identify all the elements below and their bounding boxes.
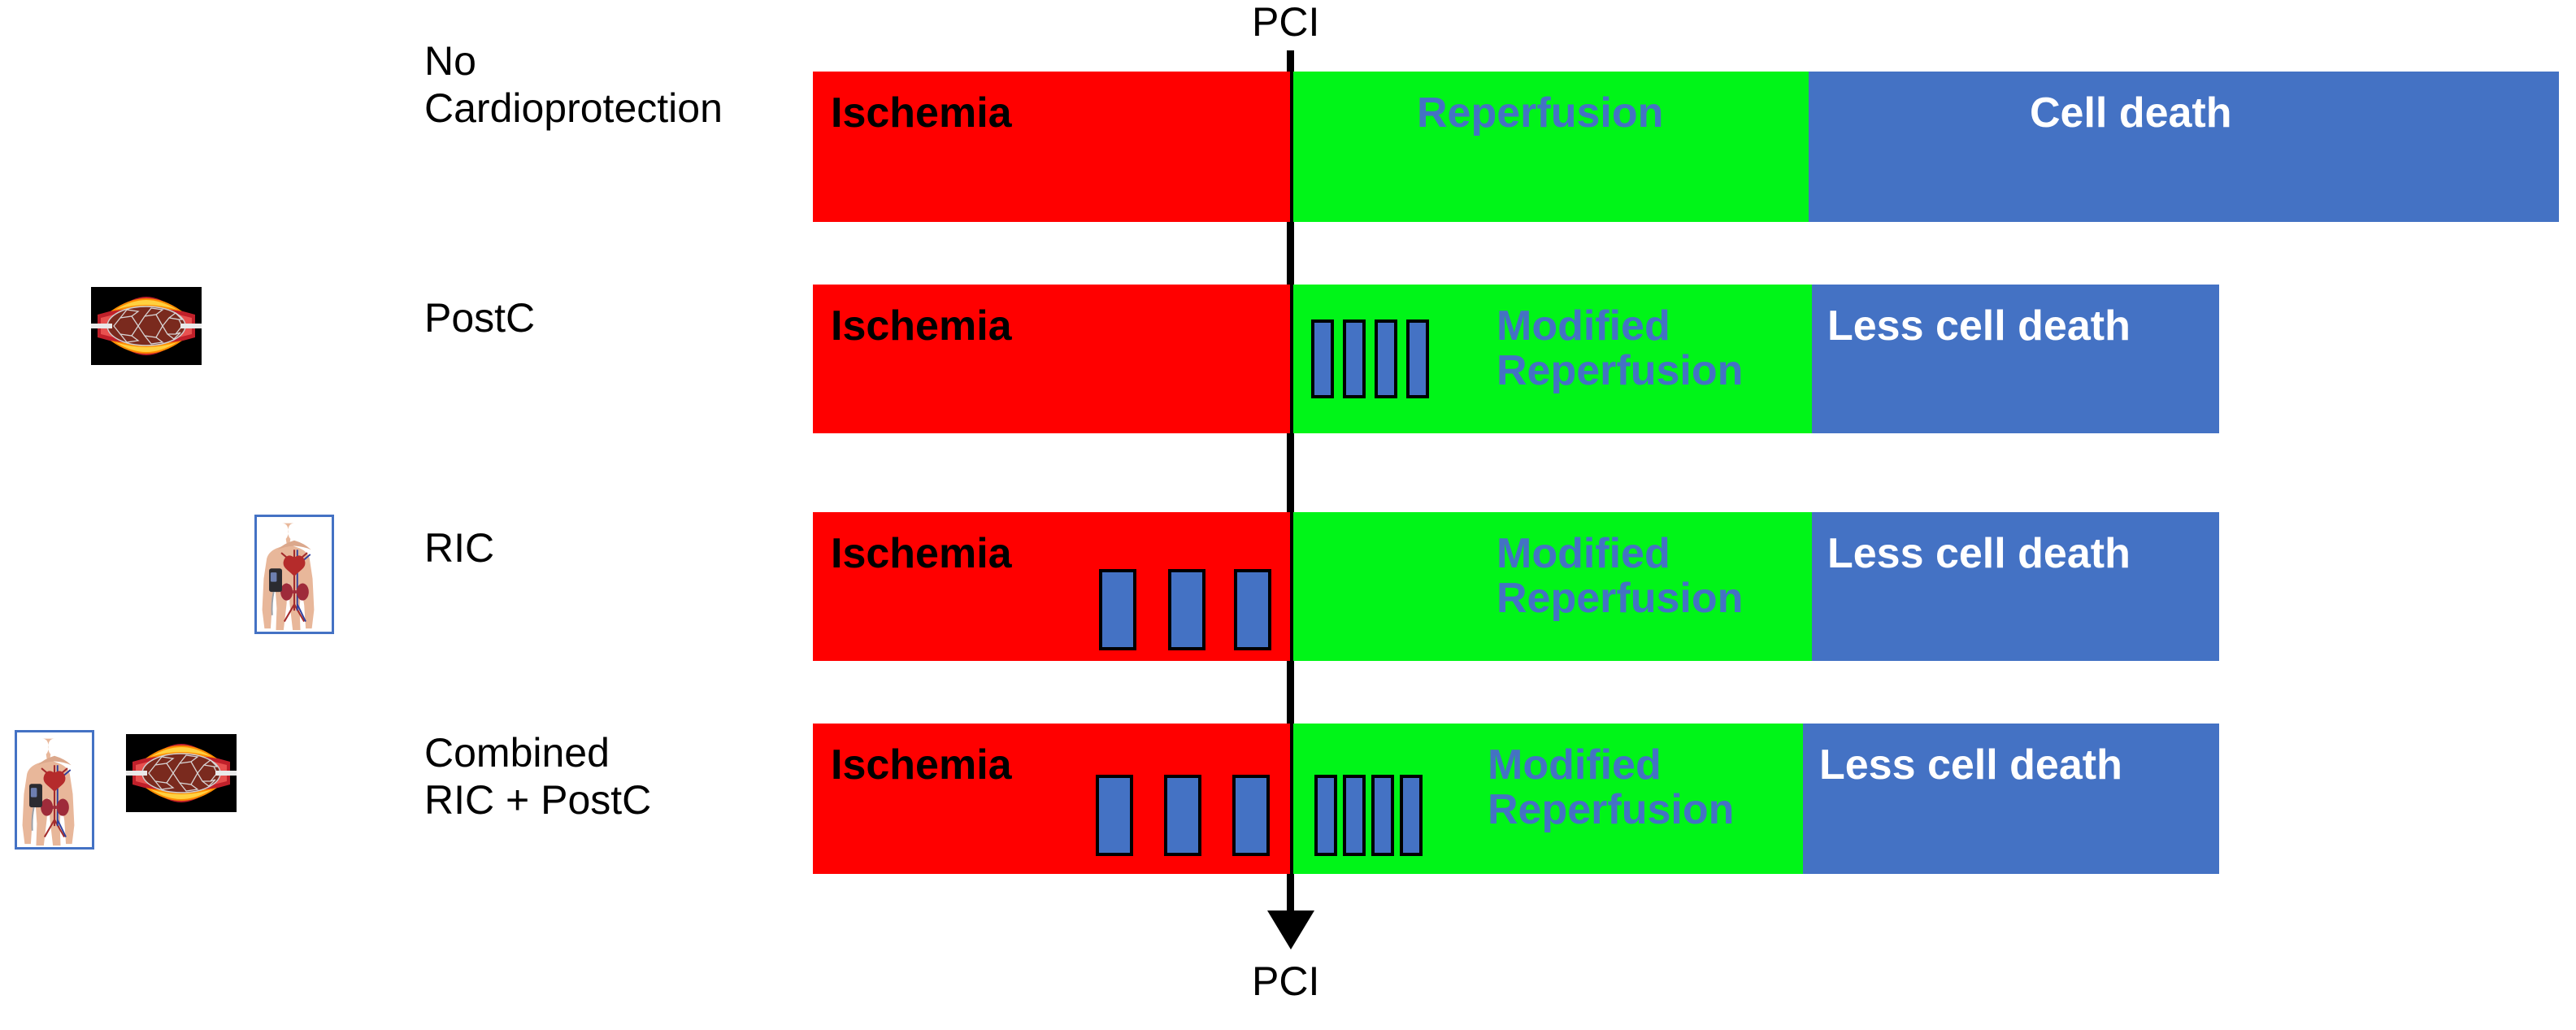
stent-balloon-icon-row2: [91, 287, 202, 365]
band-reperfusion-row3: [1293, 512, 1812, 661]
pci-arrow-head: [1267, 910, 1314, 950]
band-text-reperfusion-row1: Reperfusion: [1417, 89, 1664, 137]
band-text-ischemia-row1: Ischemia: [831, 89, 1012, 137]
row-label-postc: PostC: [424, 295, 536, 341]
cycle-bar: [1232, 775, 1270, 856]
stent-balloon-icon-row4: [126, 734, 237, 812]
pci-top-label: PCI: [1252, 0, 1320, 45]
band-ischemia-row3: [813, 512, 1290, 661]
band-text-ischemia-row4: Ischemia: [831, 741, 1012, 789]
band-text-celldeath-row4: Less cell death: [1819, 741, 2122, 789]
band-text-celldeath-row1: Cell death: [2030, 89, 2232, 137]
band-ischemia-row1: [813, 72, 1290, 222]
cycle-bar: [1371, 775, 1394, 856]
band-text-celldeath-row3: Less cell death: [1827, 530, 2131, 577]
ric-cuff-torso-icon-row3: [254, 515, 334, 634]
row-label-no-cardioprotection: No Cardioprotection: [424, 38, 723, 131]
band-ischemia-row4: [813, 724, 1290, 874]
band-text-reperfusion-row2: Modified Reperfusion: [1497, 302, 1744, 394]
cycle-bar: [1343, 775, 1366, 856]
cycle-bar: [1096, 775, 1133, 856]
row-label-combined-ric-postc: Combined RIC + PostC: [424, 730, 652, 823]
band-text-ischemia-row3: Ischemia: [831, 530, 1012, 577]
band-text-celldeath-row2: Less cell death: [1827, 302, 2131, 350]
cycle-bar: [1406, 319, 1429, 398]
band-reperfusion-row1: [1293, 72, 1809, 222]
cycle-bar: [1234, 569, 1271, 650]
cycle-bar: [1343, 319, 1366, 398]
band-text-reperfusion-row3: Modified Reperfusion: [1497, 530, 1744, 622]
pci-bottom-label: PCI: [1252, 958, 1320, 1004]
band-celldeath-row1: [1809, 72, 2559, 222]
cycle-bar: [1164, 775, 1201, 856]
band-text-ischemia-row2: Ischemia: [831, 302, 1012, 350]
band-celldeath-row4: [1803, 724, 2219, 874]
pci-axis-line: [1287, 50, 1294, 924]
cycle-bar: [1400, 775, 1423, 856]
cycle-bar: [1168, 569, 1205, 650]
band-celldeath-row3: [1812, 512, 2219, 661]
cycle-bar: [1311, 319, 1334, 398]
band-text-reperfusion-row4: Modified Reperfusion: [1488, 741, 1735, 833]
cycle-bar: [1375, 319, 1397, 398]
band-celldeath-row2: [1812, 285, 2219, 433]
ric-cuff-torso-icon-row4: [15, 730, 94, 850]
cycle-bar: [1314, 775, 1337, 856]
cycle-bar: [1099, 569, 1136, 650]
band-ischemia-row2: [813, 285, 1290, 433]
row-label-ric: RIC: [424, 525, 495, 571]
